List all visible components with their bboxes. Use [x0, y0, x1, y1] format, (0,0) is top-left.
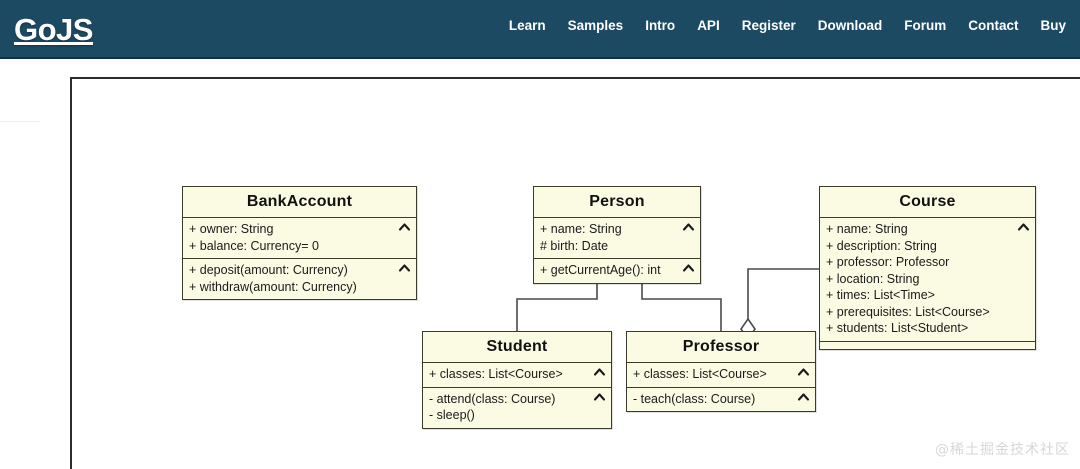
header-divider	[0, 57, 1080, 59]
nav-link-register[interactable]: Register	[741, 18, 796, 33]
uml-property: + students: List<Student>	[826, 321, 969, 335]
chevron-up-icon[interactable]	[682, 222, 695, 232]
chevron-up-icon[interactable]	[593, 367, 606, 377]
chevron-up-icon[interactable]	[797, 392, 810, 402]
uml-methods-compartment: + deposit(amount: Currency) + withdraw(a…	[183, 259, 416, 299]
uml-methods-compartment: - attend(class: Course) - sleep()	[423, 388, 611, 428]
site-header: GoJS Learn Samples Intro API Register Do…	[0, 0, 1080, 59]
uml-class-title: Person	[534, 187, 700, 218]
uml-method: - attend(class: Course)	[429, 391, 556, 406]
uml-diagram-canvas[interactable]: BankAccount + owner: String + balance: C…	[70, 77, 1080, 469]
main-navigation: Learn Samples Intro API Register Downloa…	[509, 17, 1066, 35]
uml-class-course[interactable]: Course + name: String + description: Str…	[819, 186, 1036, 350]
uml-class-title: Course	[820, 187, 1035, 218]
uml-property: + classes: List<Course>	[633, 367, 767, 381]
brand-logo[interactable]: GoJS	[14, 12, 93, 47]
chevron-up-icon[interactable]	[1017, 222, 1030, 232]
uml-properties-compartment: + name: String # birth: Date	[534, 218, 700, 259]
chevron-up-icon[interactable]	[398, 222, 411, 232]
uml-property: + professor: Professor	[826, 255, 950, 269]
uml-property: + name: String	[540, 222, 622, 236]
nav-link-forum[interactable]: Forum	[904, 18, 947, 33]
uml-method: + deposit(amount: Currency)	[189, 263, 348, 277]
uml-class-student[interactable]: Student + classes: List<Course> - attend…	[422, 331, 612, 429]
uml-class-professor[interactable]: Professor + classes: List<Course> - teac…	[626, 331, 816, 412]
uml-class-person[interactable]: Person + name: String # birth: Date + ge…	[533, 186, 701, 284]
nav-link-learn[interactable]: Learn	[508, 18, 546, 33]
uml-methods-compartment: + getCurrentAge(): int	[534, 259, 700, 283]
uml-property: # birth: Date	[540, 238, 609, 253]
uml-class-bankaccount[interactable]: BankAccount + owner: String + balance: C…	[182, 186, 417, 300]
uml-methods-compartment: - teach(class: Course)	[627, 388, 815, 412]
chevron-up-icon[interactable]	[593, 392, 606, 402]
uml-method: + getCurrentAge(): int	[540, 263, 661, 277]
uml-method: - sleep()	[429, 408, 475, 422]
watermark: @稀土掘金技术社区	[935, 442, 1070, 458]
nav-link-intro[interactable]: Intro	[645, 18, 676, 33]
uml-property: + name: String	[826, 222, 908, 236]
sidebar-divider	[0, 121, 40, 122]
uml-properties-compartment: + owner: String + balance: Currency= 0	[183, 218, 416, 259]
uml-class-title: Professor	[627, 332, 815, 363]
uml-method: - teach(class: Course)	[633, 391, 756, 406]
nav-link-download[interactable]: Download	[817, 18, 883, 33]
uml-property: + location: String	[826, 271, 920, 286]
chevron-up-icon[interactable]	[398, 263, 411, 273]
link-course-professor	[747, 268, 819, 319]
uml-class-title: Student	[423, 332, 611, 363]
uml-properties-compartment: + classes: List<Course>	[423, 363, 611, 388]
uml-methods-compartment	[820, 342, 1035, 349]
uml-method: + withdraw(amount: Currency)	[189, 279, 357, 294]
link-professor-person	[641, 279, 722, 331]
nav-link-api[interactable]: API	[697, 18, 720, 33]
link-student-person	[516, 279, 598, 331]
chevron-up-icon[interactable]	[797, 367, 810, 377]
uml-property: + owner: String	[189, 222, 274, 236]
uml-property: + prerequisites: List<Course>	[826, 304, 990, 319]
uml-properties-compartment: + classes: List<Course>	[627, 363, 815, 388]
uml-property: + times: List<Time>	[826, 288, 935, 302]
uml-class-title: BankAccount	[183, 187, 416, 218]
uml-property: + classes: List<Course>	[429, 367, 563, 381]
nav-link-samples[interactable]: Samples	[567, 18, 624, 33]
uml-property: + description: String	[826, 238, 937, 253]
chevron-up-icon[interactable]	[682, 263, 695, 273]
nav-link-buy[interactable]: Buy	[1040, 18, 1066, 33]
uml-properties-compartment: + name: String + description: String + p…	[820, 218, 1035, 342]
uml-property: + balance: Currency= 0	[189, 238, 319, 253]
nav-link-contact[interactable]: Contact	[968, 18, 1019, 33]
